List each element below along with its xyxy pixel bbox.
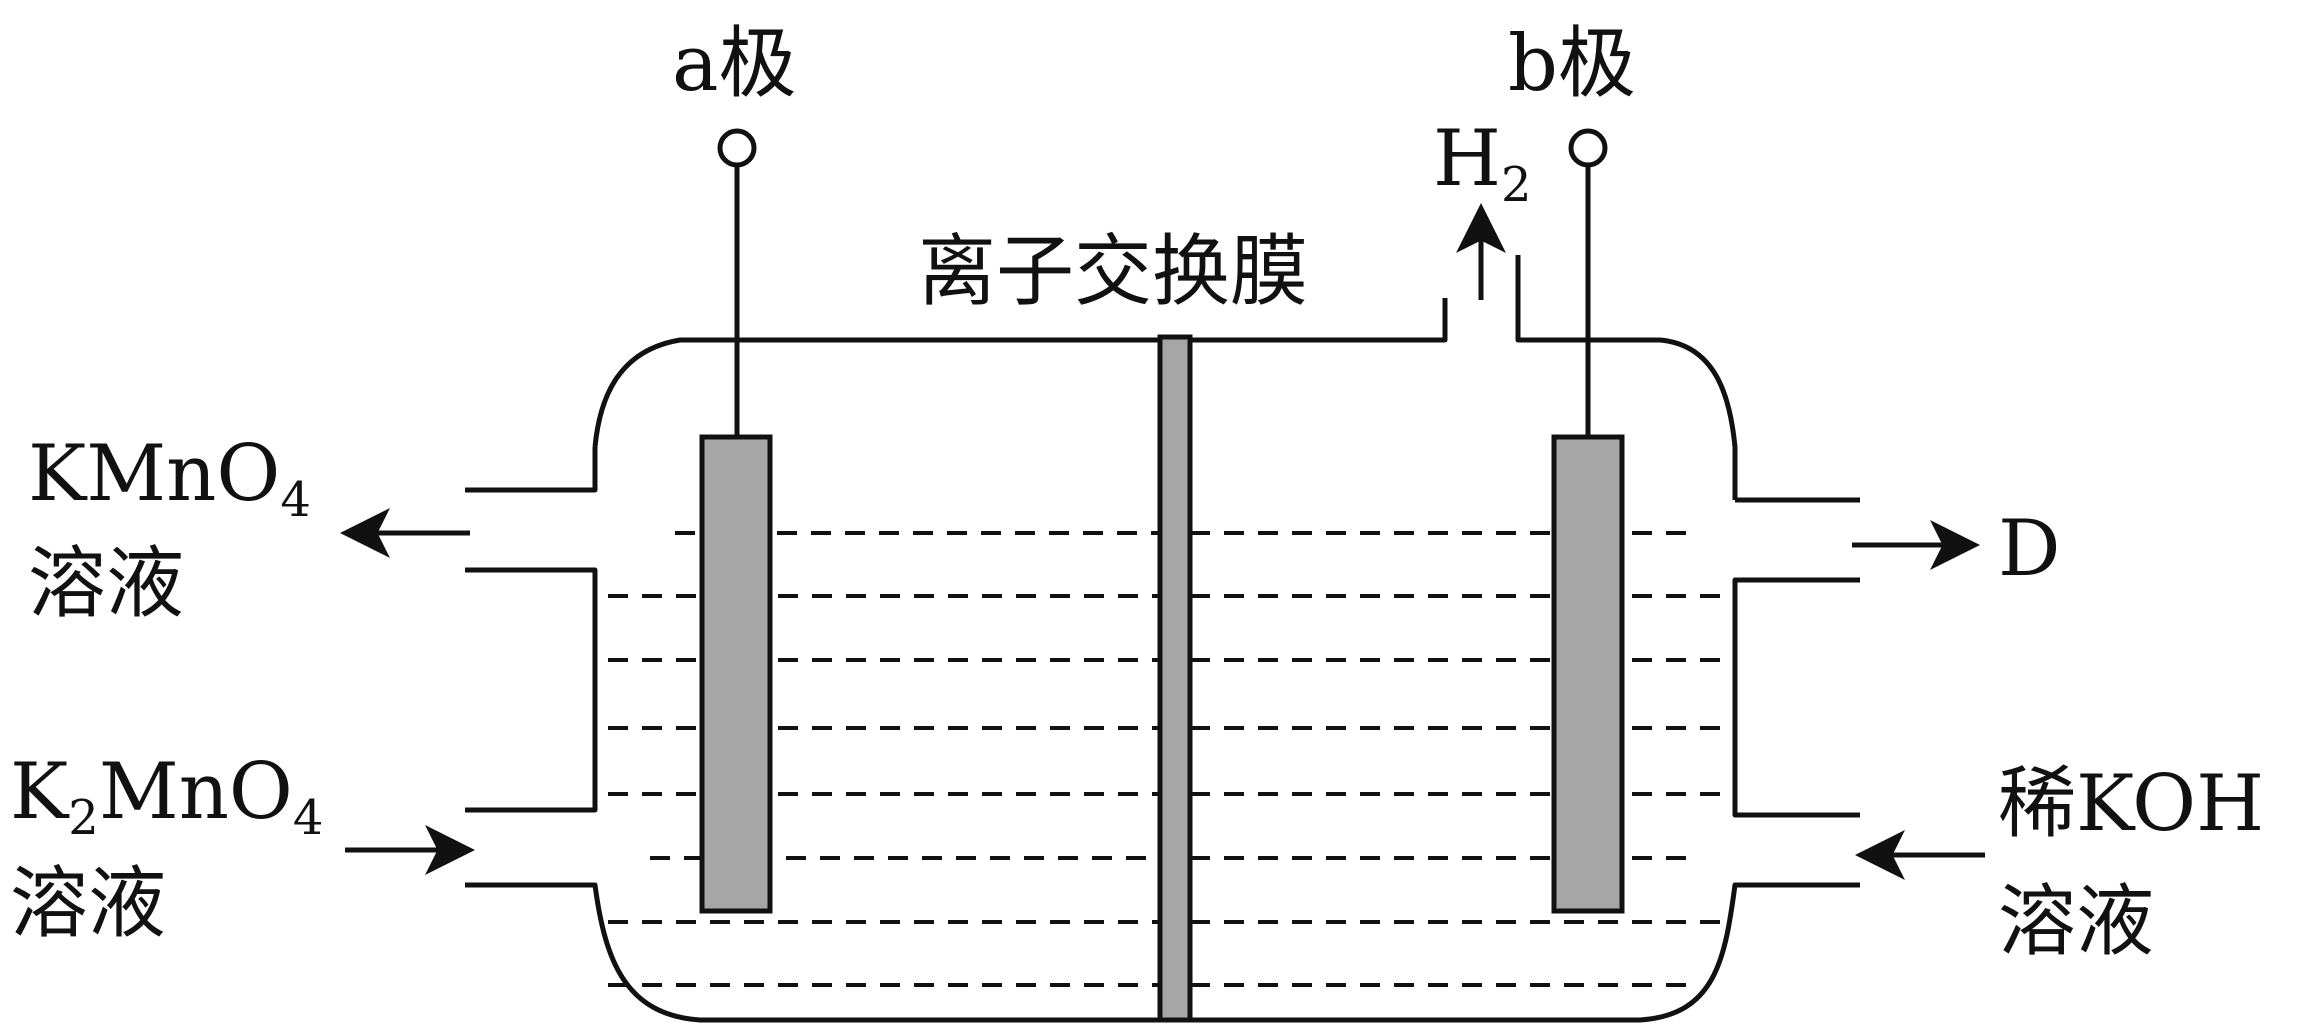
kmno4-out-label: KMnO4: [28, 429, 311, 528]
electrode-b-label: b极: [1508, 19, 1636, 109]
electrode-b-terminal: [1568, 128, 1608, 168]
h2-label-main: H: [1433, 114, 1501, 204]
k2mno4-in-label-k: K: [10, 747, 70, 837]
k2mno4-in-label-sub2: 4: [293, 790, 324, 846]
d-out-label: D: [1998, 504, 2061, 594]
electrode-a-label: a极: [672, 19, 797, 109]
left-upper-port: [465, 447, 598, 493]
electrode-a-plate: [699, 434, 773, 914]
right-middle-port: [1732, 577, 1860, 818]
cell-top-left: [592, 298, 1448, 448]
ion-exchange-membrane: [1157, 334, 1193, 1023]
h2-label-sub: 2: [1501, 157, 1532, 213]
electrode-b: [1551, 128, 1625, 914]
kmno4-out-label-sub: 4: [280, 472, 311, 528]
k2mno4-in-label: K2MnO4: [10, 747, 323, 846]
cell-top-right: [1515, 255, 1738, 500]
left-upper-port-lower: [465, 567, 598, 813]
membrane-label: 离子交换膜: [918, 227, 1308, 317]
k2mno4-in-label-mid: MnO: [99, 747, 293, 837]
kmno4-out-label-line2: 溶液: [28, 539, 184, 629]
electrode-a: [699, 128, 773, 914]
electrode-a-terminal: [717, 128, 757, 168]
koh-in-label-line1: 稀KOH: [1998, 759, 2264, 849]
electrode-b-plate: [1551, 434, 1625, 914]
h2-label: H2: [1433, 114, 1532, 213]
k2mno4-in-label-sub1: 2: [68, 790, 99, 846]
koh-in-label-line2: 溶液: [1998, 877, 2154, 967]
k2mno4-in-label-line2: 溶液: [10, 859, 166, 949]
kmno4-out-label-main: KMnO: [28, 429, 280, 519]
